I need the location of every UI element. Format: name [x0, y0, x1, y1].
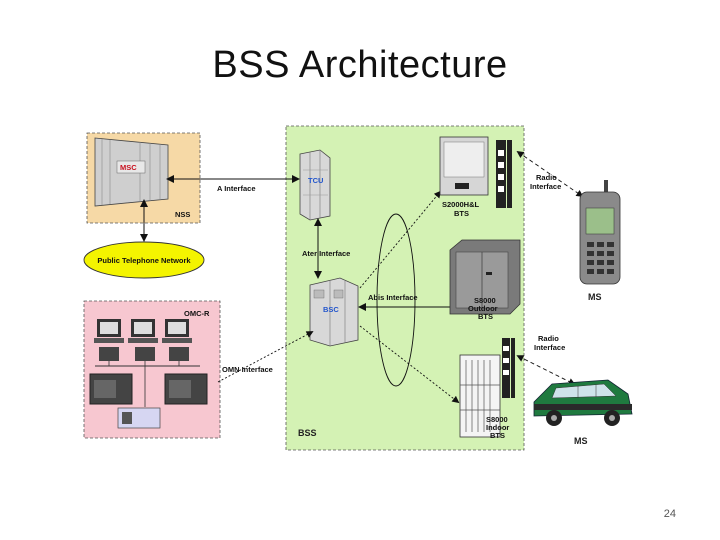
abis-interface-label: Abis Interface — [368, 293, 418, 302]
s8000-indoor-model: S8000 — [486, 415, 508, 424]
radio-top-link — [516, 150, 584, 198]
msc-label: MSC — [120, 163, 137, 172]
ms-car-label: MS — [574, 436, 588, 446]
omn-interface-link — [217, 331, 314, 383]
top-antenna — [496, 140, 512, 208]
mobile-phone-icon — [579, 180, 621, 285]
tcu-cabinet — [299, 149, 331, 221]
radio-bottom-link — [516, 355, 576, 385]
page-number: 24 — [663, 508, 676, 520]
radio-bottom-line1: Radio — [538, 334, 559, 343]
a-interface-label: A Interface — [217, 184, 256, 193]
bsc-label: BSC — [323, 305, 339, 314]
radio-top-line1: Radio — [536, 173, 557, 182]
omn-interface-label: OMN Interface — [222, 365, 273, 374]
radio-top-line2: Interface — [530, 182, 561, 191]
bsc-cabinet — [309, 277, 359, 347]
car-icon — [533, 379, 633, 426]
tcu-label: TCU — [308, 176, 323, 185]
pstn-label: Public Telephone Network — [97, 256, 191, 265]
s8000-indoor-type: Indoor — [486, 423, 509, 432]
slide-title: BSS Architecture — [212, 44, 508, 86]
s8000-indoor-bts — [459, 354, 501, 438]
pstn-node — [83, 241, 205, 279]
ater-interface-label: Ater Interface — [302, 249, 350, 258]
bss-label: BSS — [298, 428, 317, 438]
s8000-outdoor-bts-text: BTS — [478, 312, 493, 321]
s2000-bts-model: S2000H&L — [442, 200, 480, 209]
ms-phone-label: MS — [588, 292, 602, 302]
nss-label: NSS — [175, 210, 190, 219]
s8000-outdoor-bts — [449, 239, 521, 315]
radio-bottom-line2: Interface — [534, 343, 565, 352]
msc-cabinet — [94, 137, 169, 207]
s8000-indoor-bts-text: BTS — [490, 431, 505, 440]
s8000-outdoor-type: Outdoor — [468, 304, 498, 313]
bsc-indoor-link — [359, 325, 460, 404]
s2000-bts-type: BTS — [454, 209, 469, 218]
omc-label: OMC-R — [184, 309, 210, 318]
s8000-outdoor-model: S8000 — [474, 296, 496, 305]
omc-workstations — [89, 319, 208, 429]
bsc-s2000-link — [359, 190, 442, 289]
bottom-antenna — [502, 338, 515, 398]
s2000-bts — [439, 136, 489, 196]
abis-ellipse — [376, 213, 416, 387]
